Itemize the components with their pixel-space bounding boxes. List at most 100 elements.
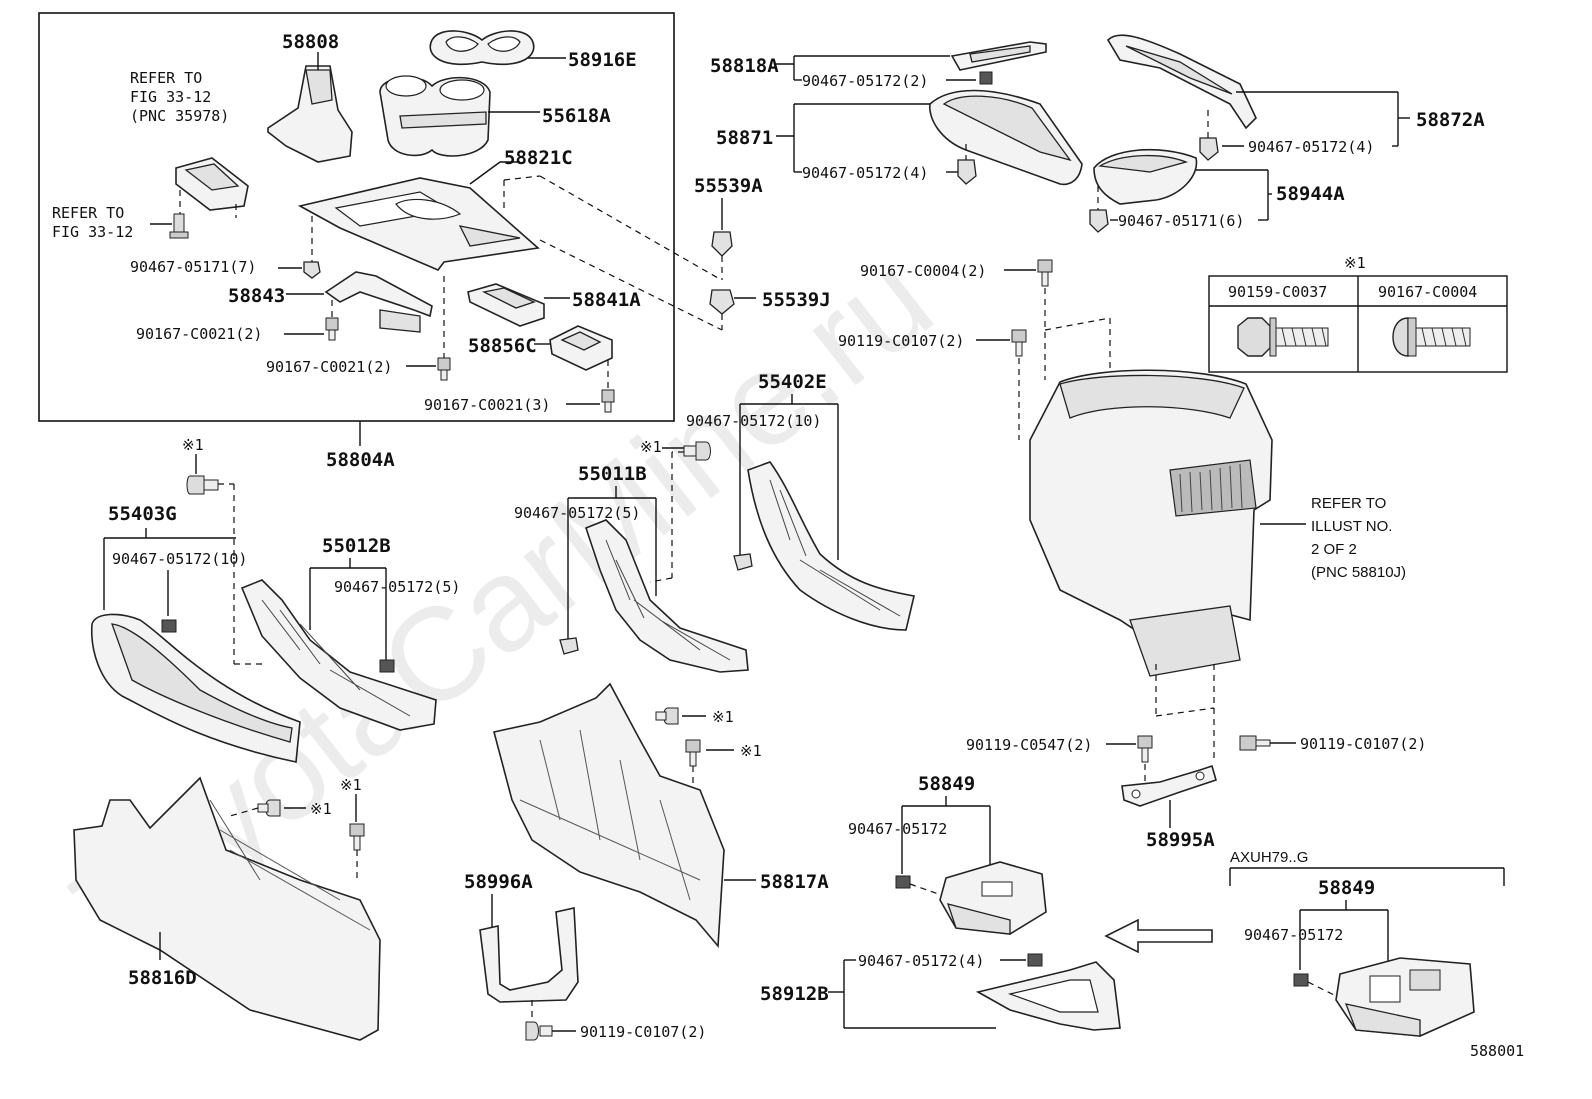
part-58816D-lower-trim[interactable]	[73, 776, 381, 1041]
legend-col2: 90167-C0004	[1378, 283, 1477, 301]
label-58916E: 58916E	[568, 49, 637, 71]
refer-illust-line2: ILLUST NO.	[1311, 518, 1392, 535]
clip-55012B	[379, 659, 395, 673]
label-90467-05172-2: 90467-05172(2)	[802, 72, 928, 90]
part-58849-switch-panel[interactable]	[939, 861, 1047, 935]
part-58849-switch-panel-variant[interactable]	[1335, 957, 1475, 1037]
refer-fig-line2: FIG 33-12	[130, 88, 211, 106]
label-90119-C0107-2b: 90119-C0107(2)	[580, 1023, 706, 1041]
clip-90467-05172-4a	[957, 159, 977, 185]
part-58912B-bezel[interactable]	[975, 961, 1121, 1031]
label-90467-05172a: 90467-05172	[848, 820, 947, 838]
part-55012B-side-bracket[interactable]	[240, 579, 437, 731]
part-58841A-tray[interactable]	[467, 283, 545, 327]
label-58821C: 58821C	[504, 147, 573, 169]
label-90167-C0021-2b: 90167-C0021(2)	[266, 358, 392, 376]
part-58821C-console-panel[interactable]	[297, 177, 540, 271]
label-58996A: 58996A	[464, 871, 533, 893]
label-58818A: 58818A	[710, 55, 779, 77]
bolt-90167-C0021-a	[325, 317, 339, 341]
label-58856C: 58856C	[468, 335, 537, 357]
part-55618A-cup-holder[interactable]	[379, 75, 491, 157]
label-58804A: 58804A	[326, 449, 395, 471]
refer-fig2-line1: REFER TO	[52, 204, 124, 222]
part-55011B-side-bracket[interactable]	[585, 519, 749, 673]
part-55402E-console-side-panel[interactable]	[747, 461, 915, 631]
clip-55402E	[733, 553, 753, 571]
bolt-90167-C0004	[1037, 259, 1053, 287]
bolt-90119-C0107-b	[525, 1021, 553, 1041]
part-58843-bracket[interactable]	[324, 271, 433, 333]
label-90467-05172-4a: 90467-05172(4)	[802, 164, 928, 182]
label-58817A: 58817A	[760, 871, 829, 893]
part-58996A-bracket[interactable]	[479, 907, 579, 1003]
mark-1a: ※1	[182, 436, 204, 454]
refer-fig-line1: REFER TO	[130, 69, 202, 87]
bolt-90167-C0021-c	[601, 389, 615, 413]
mark-1d: ※1	[740, 742, 762, 760]
part-58944A-armrest-pad[interactable]	[1093, 148, 1198, 205]
label-90167-C0021-3: 90167-C0021(3)	[424, 396, 550, 414]
label-58841A: 58841A	[572, 289, 641, 311]
clip-90467-05171	[303, 261, 321, 279]
part-58818A-bracket[interactable]	[950, 41, 1047, 71]
clip-55539A[interactable]	[711, 231, 733, 257]
label-90119-C0107-2c: 90119-C0107(2)	[1300, 735, 1426, 753]
part-58995A-bracket[interactable]	[1121, 764, 1217, 807]
label-90467-05172b: 90467-05172	[1244, 926, 1343, 944]
bolt-refer-fig	[169, 213, 189, 239]
label-58849a: 58849	[918, 773, 975, 795]
label-90467-05172-4c: 90467-05172(4)	[858, 952, 984, 970]
part-console-box-assembly[interactable]	[1029, 369, 1273, 677]
label-90467-05171-7: 90467-05171(7)	[130, 258, 256, 276]
bolt-90119-C0547	[1137, 735, 1153, 763]
bolt-90167-C0021-b	[437, 357, 451, 381]
bolt-90119-C0107-a	[1011, 329, 1027, 357]
refer-fig-line3: (PNC 35978)	[130, 107, 229, 125]
part-58871-armrest-lid[interactable]	[929, 89, 1083, 186]
part-58916E-cup-ring[interactable]	[429, 30, 535, 66]
dome-bolt-icon	[1392, 317, 1471, 357]
bolt-58816D-a	[349, 823, 365, 851]
legend-col1: 90159-C0037	[1228, 283, 1327, 301]
clip-90467-05171-6	[1089, 209, 1109, 233]
label-58995A: 58995A	[1146, 829, 1215, 851]
fastener-legend	[1208, 275, 1508, 373]
part-55403G-console-side-trim[interactable]	[90, 613, 301, 763]
label-90467-05172-10a: 90467-05172(10)	[112, 550, 247, 568]
refer-illust-line3: 2 OF 2	[1311, 541, 1357, 558]
refer-illust-line1: REFER TO	[1311, 495, 1386, 512]
mark-1b: ※1	[640, 438, 662, 456]
part-shift-indicator[interactable]	[175, 157, 249, 211]
part-58872A-armrest-trim[interactable]	[1106, 34, 1257, 130]
label-58808: 58808	[282, 31, 339, 53]
variant-label: AXUH79..G	[1230, 849, 1308, 866]
assembly-box-58804A	[38, 12, 675, 422]
refer-fig2-line2: FIG 33-12	[52, 223, 133, 241]
label-55618A: 55618A	[542, 105, 611, 127]
label-90467-05172-5b: 90467-05172(5)	[514, 504, 640, 522]
mark-1f: ※1	[310, 800, 332, 818]
part-58808-shift-boot[interactable]	[267, 65, 353, 163]
label-90119-C0547-2: 90119-C0547(2)	[966, 736, 1092, 754]
clip-90467-05172-4b	[1199, 137, 1219, 161]
clip-55539J[interactable]	[709, 289, 735, 315]
label-58944A: 58944A	[1276, 183, 1345, 205]
label-55403G: 55403G	[108, 503, 177, 525]
label-55402E: 55402E	[758, 371, 827, 393]
flange-bolt-icon	[1237, 317, 1329, 357]
label-90119-C0107-2a: 90119-C0107(2)	[838, 332, 964, 350]
label-90467-05171-6: 90467-05171(6)	[1118, 212, 1244, 230]
label-58849b: 58849	[1318, 877, 1375, 899]
clip-58849b	[1293, 973, 1309, 987]
label-55539J: 55539J	[762, 289, 831, 311]
arrow-left-icon	[1104, 918, 1213, 954]
label-90467-05172-5a: 90467-05172(5)	[334, 578, 460, 596]
part-58856C-switch-base[interactable]	[549, 325, 613, 371]
clip-55011B	[559, 637, 579, 655]
part-58817A-lower-panel[interactable]	[493, 682, 725, 949]
clip-58849a	[895, 875, 911, 889]
label-58871: 58871	[716, 127, 773, 149]
bolt-58817A-a	[655, 707, 679, 725]
